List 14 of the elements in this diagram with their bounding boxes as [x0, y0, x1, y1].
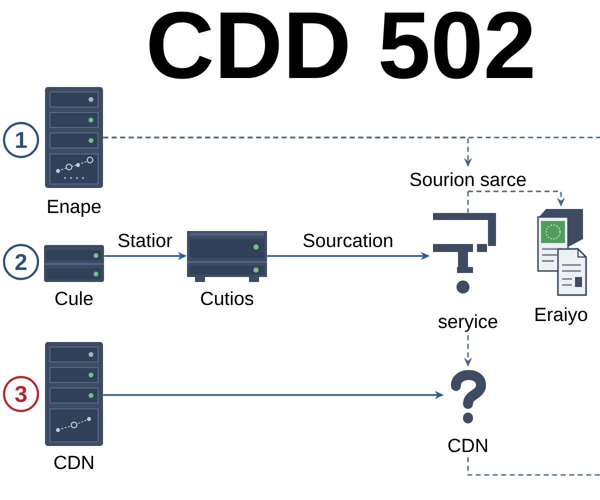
node-label: Enape [48, 200, 101, 217]
node-label: Sourion sarce [410, 172, 526, 186]
dashed-line [467, 457, 600, 476]
dashed-line [467, 191, 469, 213]
node-label: CDN [448, 438, 488, 452]
dashed-line [103, 136, 600, 138]
node-label: Cutios [201, 291, 254, 306]
node-label: CDN [54, 456, 94, 470]
edge-label: Sourcation [302, 232, 394, 248]
edge-label: Statior [116, 232, 174, 248]
node-label: Eraiyo [536, 307, 588, 325]
title: CDD 502 [150, 12, 532, 79]
node-label: Cule [55, 291, 93, 306]
node-label: seryice [438, 314, 498, 332]
